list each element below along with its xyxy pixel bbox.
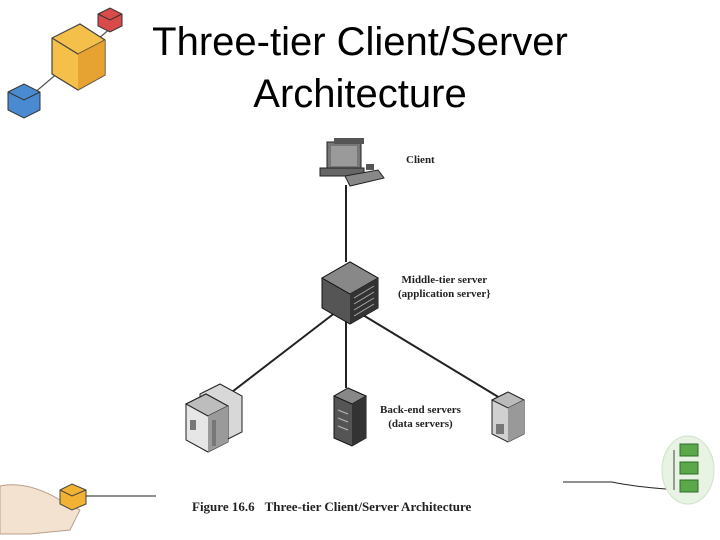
client-label-text: Client bbox=[406, 154, 435, 166]
middle-tier-server-icon bbox=[320, 261, 380, 325]
green-block-icon bbox=[679, 479, 699, 493]
green-blocks-clipart bbox=[661, 435, 715, 505]
back-end-label-line1: Back-end servers bbox=[380, 404, 461, 416]
back-end-label: Back-end servers (data servers) bbox=[380, 403, 461, 431]
middle-tier-label-line2: (application server} bbox=[398, 288, 491, 300]
client-computer-icon bbox=[319, 138, 385, 187]
green-block-icon bbox=[679, 461, 699, 475]
client-label: Client bbox=[406, 153, 435, 167]
hand-cube-clipart bbox=[0, 483, 94, 535]
mainframe-server-icon bbox=[184, 383, 243, 453]
bottom-rules bbox=[88, 481, 681, 497]
slide-title-line2: Architecture bbox=[253, 72, 467, 116]
small-server-icon bbox=[490, 391, 526, 443]
slide-title-line1: Three-tier Client/Server bbox=[152, 20, 568, 64]
connection-lines bbox=[227, 185, 501, 399]
tower-server-icon bbox=[332, 387, 368, 447]
figure-caption-text: Three-tier Client/Server Architecture bbox=[264, 499, 472, 514]
figure-caption: Figure 16.6 Three-tier Client/Server Arch… bbox=[192, 499, 471, 515]
blue-cube-icon bbox=[7, 83, 41, 119]
back-end-label-line2: (data servers) bbox=[388, 418, 453, 430]
slide-title: Three-tier Client/Server Architecture bbox=[95, 16, 625, 120]
figure-number: Figure 16.6 bbox=[192, 499, 255, 514]
middle-tier-label-line1: Middle-tier server bbox=[401, 274, 488, 286]
middle-tier-label: Middle-tier server (application server} bbox=[398, 273, 491, 301]
green-block-icon bbox=[679, 443, 699, 457]
cubes-clipart bbox=[7, 7, 123, 119]
